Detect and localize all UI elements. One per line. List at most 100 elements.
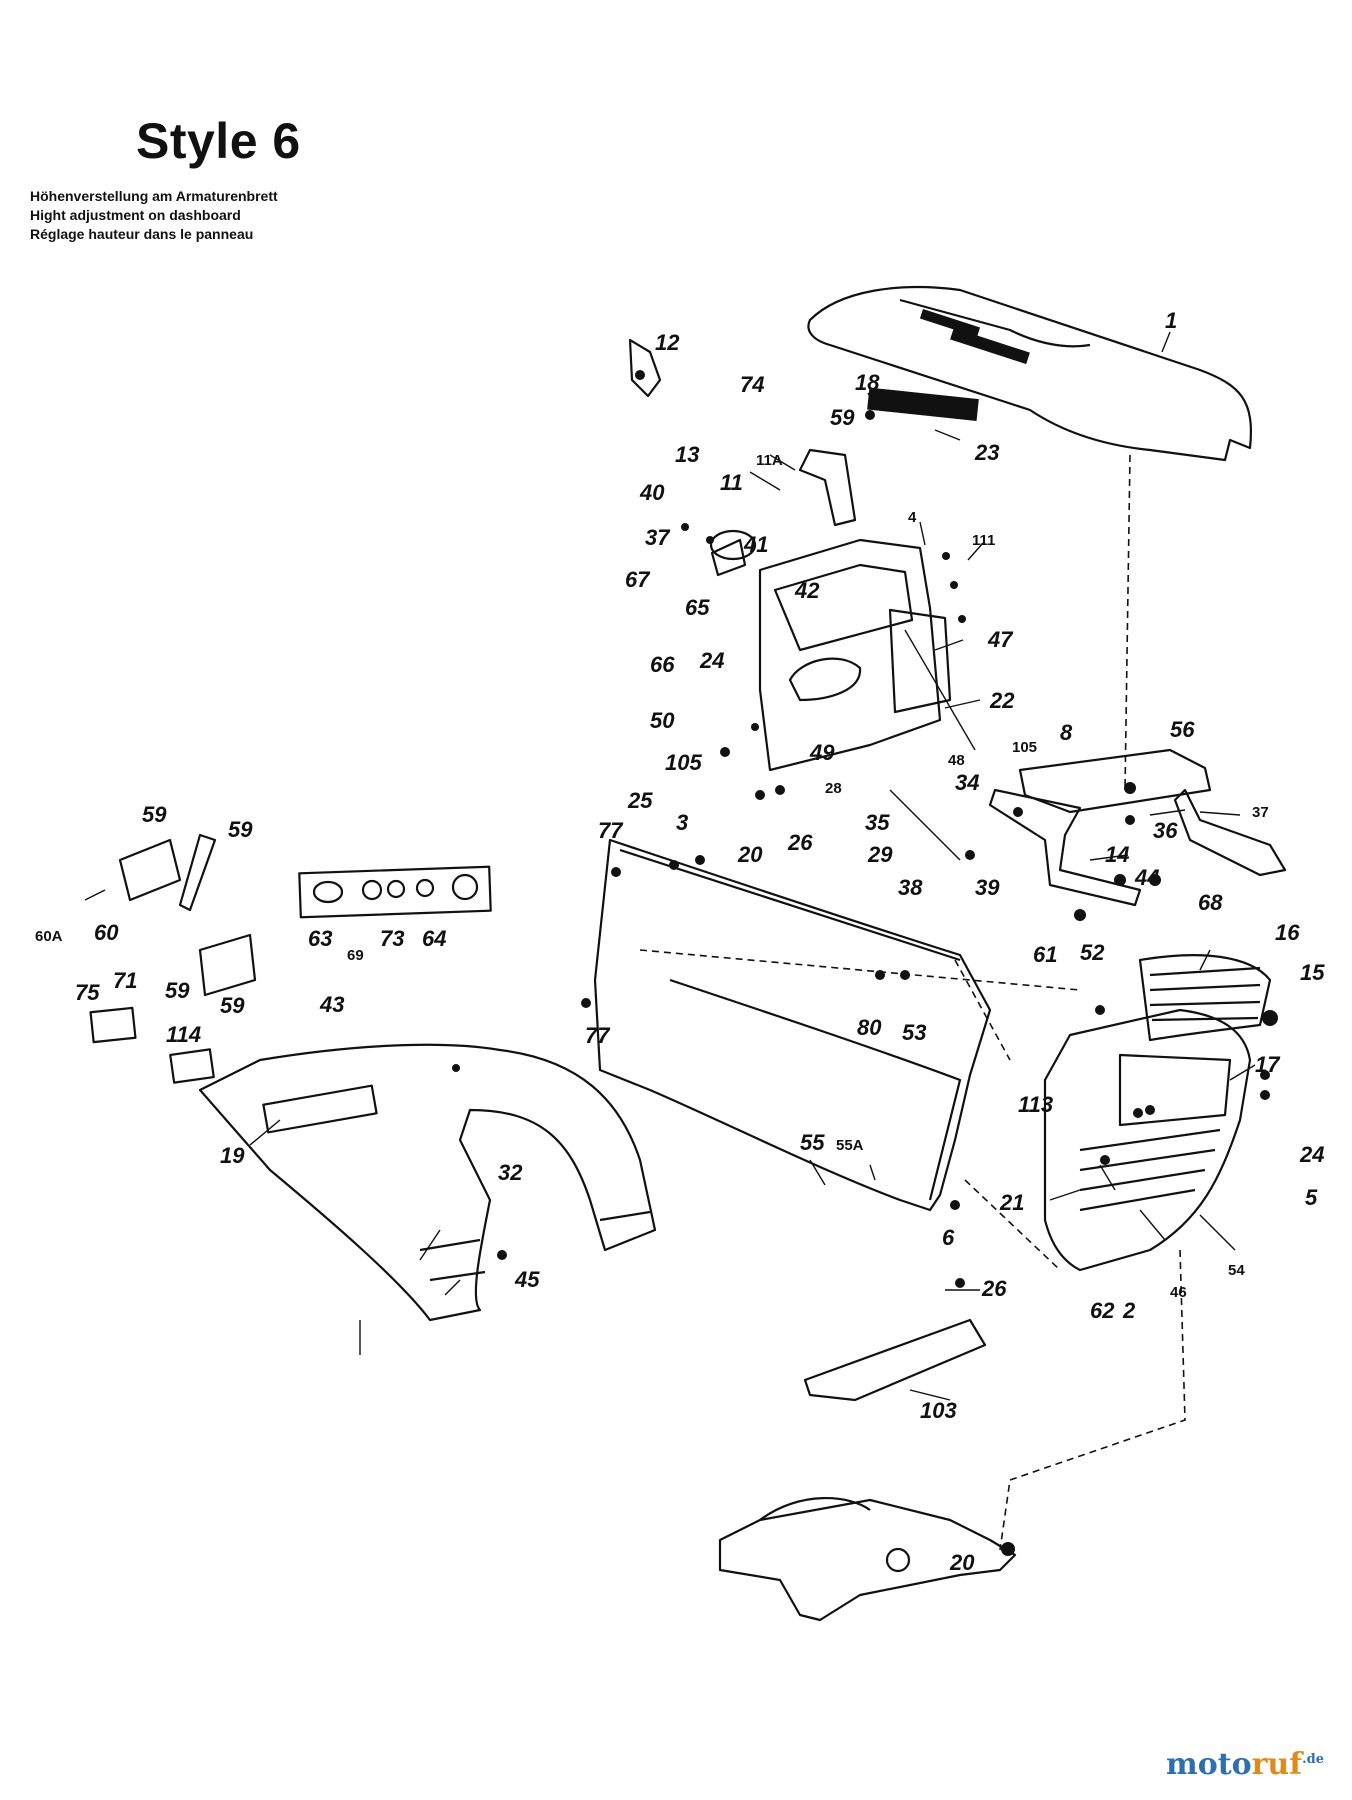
label-18: 18 [855, 370, 880, 395]
label-42: 42 [794, 578, 820, 603]
label-25: 25 [627, 788, 653, 813]
label-5: 5 [1305, 1185, 1318, 1210]
label-17: 17 [1255, 1052, 1281, 1077]
chassis-front-part [718, 1497, 1017, 1622]
label-24-left: 24 [699, 648, 724, 673]
label-55a: 55A [836, 1137, 864, 1154]
label-69: 69 [347, 947, 364, 964]
label-35: 35 [865, 810, 890, 835]
label-8: 8 [1060, 720, 1073, 745]
leader-lines [84, 331, 1256, 1401]
label-56: 56 [1170, 717, 1195, 742]
label-75: 75 [75, 980, 100, 1005]
label-105-left: 105 [665, 750, 702, 775]
label-4: 4 [908, 509, 917, 526]
label-29: 29 [867, 842, 893, 867]
hood-cover-part [807, 285, 1252, 462]
watermark-part3: .de [1302, 1752, 1324, 1767]
front-grille-part [1043, 1008, 1252, 1272]
bumper-plate-part [803, 1318, 987, 1402]
label-3: 3 [676, 810, 688, 835]
label-48: 48 [948, 752, 965, 769]
label-59-a: 59 [142, 802, 167, 827]
label-24-right: 24 [1299, 1142, 1324, 1167]
label-103: 103 [920, 1398, 957, 1423]
label-111: 111 [972, 532, 995, 549]
rod-part [889, 629, 976, 861]
label-67: 67 [625, 567, 651, 592]
label-23: 23 [974, 440, 999, 465]
label-12: 12 [655, 330, 680, 355]
assembly-lines [639, 454, 1186, 1551]
label-38: 38 [898, 875, 923, 900]
label-26-lower: 26 [981, 1276, 1007, 1301]
label-15: 15 [1300, 960, 1325, 985]
subtitle-en: Hight adjustment on dashboard [30, 207, 241, 223]
label-55: 55 [800, 1130, 825, 1155]
label-26-upper: 26 [787, 830, 813, 855]
label-47: 47 [987, 627, 1014, 652]
fender-insert-part [169, 1048, 215, 1084]
label-14: 14 [1105, 842, 1129, 867]
label-13: 13 [675, 442, 699, 467]
label-105-right: 105 [1012, 739, 1037, 756]
label-60: 60 [94, 920, 119, 945]
label-114: 114 [166, 1022, 201, 1047]
label-32: 32 [498, 1160, 523, 1185]
label-41: 41 [743, 532, 768, 557]
knob-41-part [709, 529, 757, 561]
label-66: 66 [650, 652, 675, 677]
label-44: 44 [1134, 865, 1159, 890]
label-46: 46 [1170, 1284, 1187, 1301]
label-1: 1 [1165, 308, 1177, 333]
label-19: 19 [220, 1143, 245, 1168]
heat-shield-part [867, 387, 979, 422]
label-68: 68 [1198, 890, 1223, 915]
label-28: 28 [825, 780, 842, 797]
label-34: 34 [955, 770, 979, 795]
label-62: 62 [1090, 1298, 1115, 1323]
label-36: 36 [1153, 818, 1178, 843]
dashboard-frame-part [758, 538, 952, 772]
label-59-b: 59 [228, 817, 253, 842]
headlight-lens-part [1138, 954, 1272, 1042]
label-59-top: 59 [830, 405, 855, 430]
label-61: 61 [1033, 942, 1057, 967]
label-113: 113 [1018, 1092, 1053, 1117]
label-21: 21 [999, 1190, 1024, 1215]
light-switch-part [89, 1006, 137, 1044]
subtitle-de: Höhenverstellung am Armaturenbrett [30, 188, 278, 204]
label-54: 54 [1228, 1262, 1245, 1279]
ignition-part [710, 538, 747, 577]
part-labels: 1 2 3 4 5 6 8 11 11A 12 13 14 15 16 17 1… [35, 308, 1325, 1575]
watermark-part2: ruf [1251, 1747, 1303, 1782]
bracket-59-part [118, 833, 257, 997]
front-panel-part [593, 838, 992, 1212]
label-37-right: 37 [1252, 804, 1269, 821]
label-71: 71 [113, 968, 137, 993]
label-11: 11 [720, 470, 743, 495]
label-6: 6 [942, 1225, 955, 1250]
label-43: 43 [319, 992, 344, 1017]
fasteners [452, 370, 1278, 1556]
label-40: 40 [639, 480, 665, 505]
hood-bracket-part [988, 748, 1287, 907]
label-49: 49 [809, 740, 835, 765]
label-65: 65 [685, 595, 710, 620]
label-77-lower: 77 [585, 1023, 611, 1048]
label-52: 52 [1080, 940, 1105, 965]
label-22: 22 [989, 688, 1015, 713]
switch-cluster-part [298, 865, 492, 919]
label-53: 53 [902, 1020, 926, 1045]
label-77-upper: 77 [598, 818, 624, 843]
key-switch-part [628, 338, 662, 398]
label-74: 74 [740, 372, 764, 397]
label-63: 63 [308, 926, 332, 951]
label-73: 73 [380, 926, 404, 951]
lever-74-part [798, 448, 857, 527]
label-80: 80 [857, 1015, 882, 1040]
label-59-d: 59 [220, 993, 245, 1018]
label-64: 64 [422, 926, 446, 951]
label-20-lower: 20 [949, 1550, 975, 1575]
fender-part [198, 1043, 657, 1322]
